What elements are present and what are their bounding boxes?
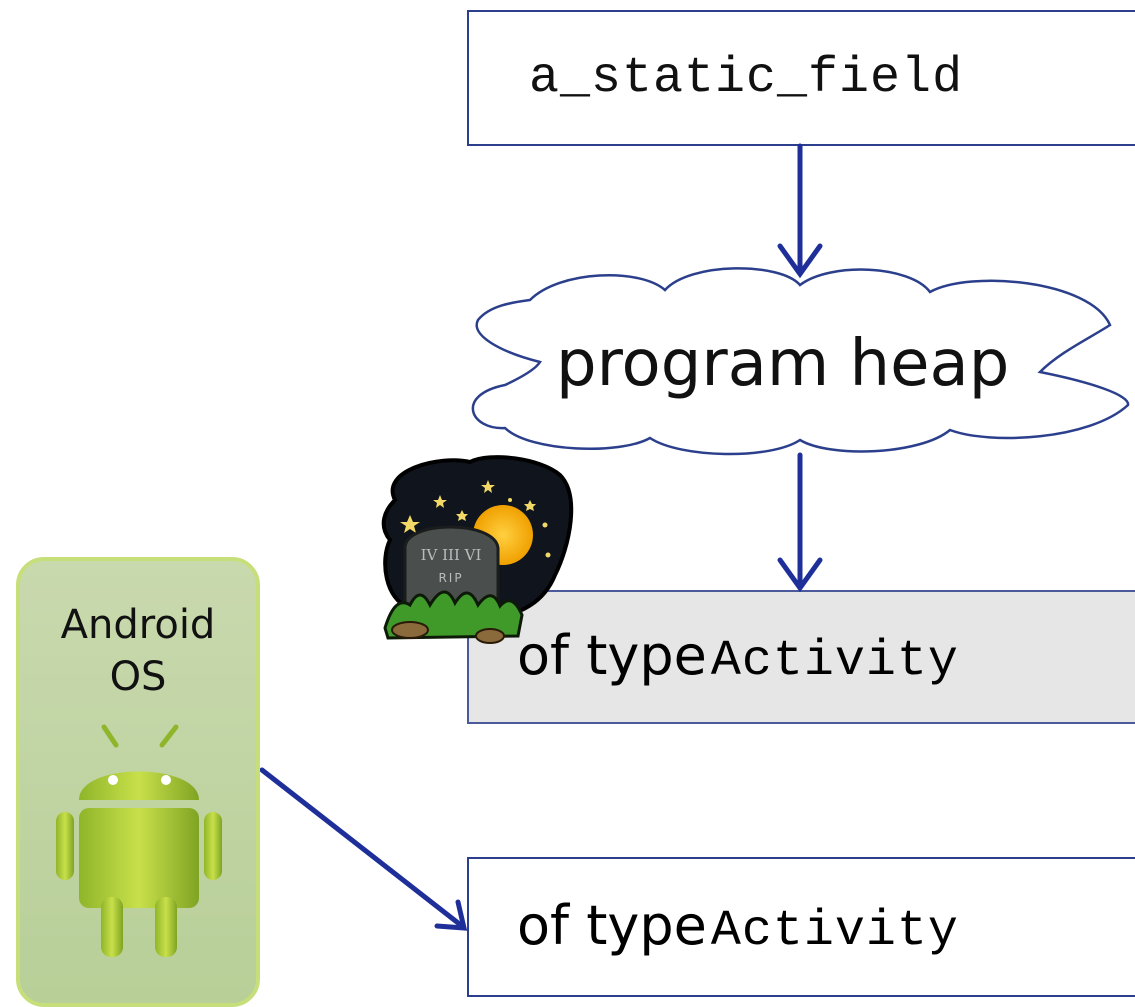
live-activity-label: of type Activity xyxy=(517,894,959,960)
android-os-label: Android OS xyxy=(60,602,216,700)
dead-activity-box: of type Activity xyxy=(467,590,1135,724)
arrow-android-to-live-activity xyxy=(259,767,468,931)
arrow-heap-to-dead-activity xyxy=(777,452,823,593)
heap-cloud xyxy=(471,267,1130,456)
dead-activity-label: of type Activity xyxy=(517,624,959,690)
live-activity-type: Activity xyxy=(710,903,959,960)
dead-activity-type: Activity xyxy=(710,633,959,690)
heap-label: program heap xyxy=(556,327,1010,401)
live-activity-box: of type Activity xyxy=(467,857,1135,997)
dead-activity-prefix: of type xyxy=(517,624,707,687)
android-robot-icon xyxy=(56,724,222,957)
grass-icon xyxy=(383,590,524,644)
live-activity-prefix: of type xyxy=(517,894,707,957)
tombstone-icon: IV III VI RIP xyxy=(381,455,574,644)
static-field-box: a_static_field xyxy=(467,10,1135,146)
tombstone-rip: RIP xyxy=(438,571,463,585)
android-os-panel: Android OS xyxy=(16,557,260,1007)
static-field-label: a_static_field xyxy=(529,49,964,107)
tombstone-numerals: IV III VI xyxy=(421,546,482,564)
arrow-field-to-heap xyxy=(777,143,823,279)
